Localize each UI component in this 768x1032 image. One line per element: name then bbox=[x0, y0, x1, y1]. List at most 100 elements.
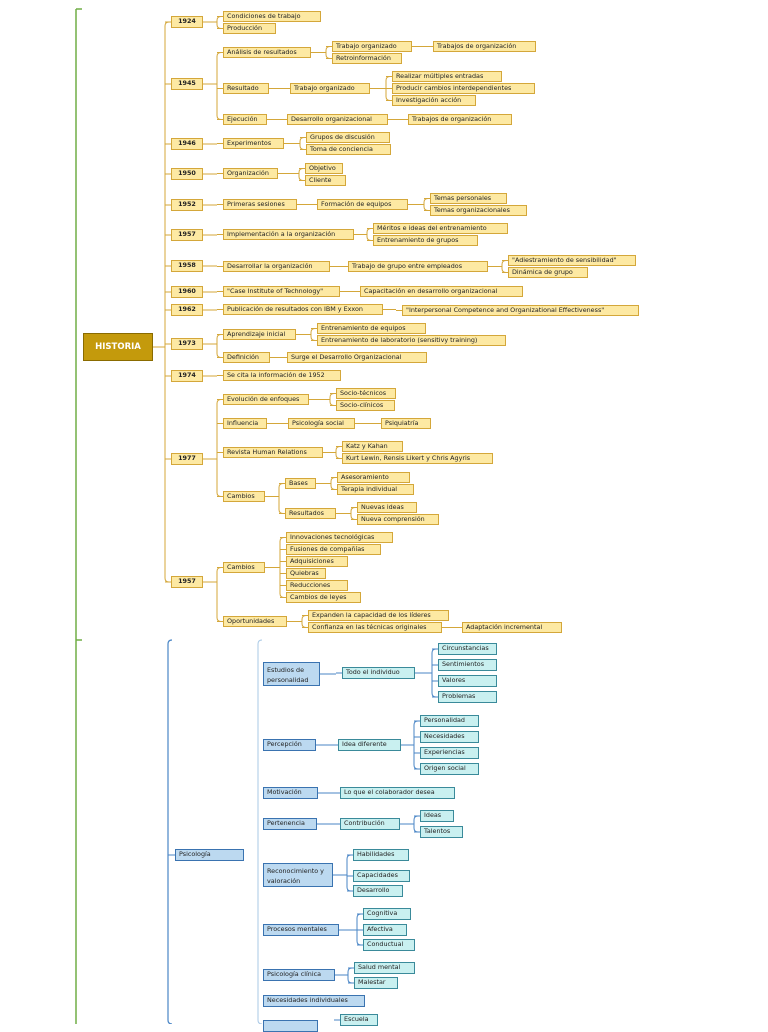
map-node: Motivación bbox=[263, 787, 318, 799]
map-node: Estudios de personalidad bbox=[263, 662, 320, 686]
map-node: Trabajo organizado bbox=[290, 83, 370, 94]
map-node: Revista Human Relations bbox=[223, 447, 323, 458]
bracket bbox=[257, 639, 263, 1024]
map-node: Katz y Kahan bbox=[342, 441, 403, 452]
year-node: 1957 bbox=[171, 229, 203, 241]
map-node: Ideas bbox=[420, 810, 454, 822]
map-node: Talentos bbox=[420, 826, 463, 838]
map-node: Trabajo organizado bbox=[332, 41, 412, 52]
map-node: Resultados bbox=[285, 508, 336, 519]
map-node: Necesidades individuales bbox=[263, 995, 365, 1007]
historia-node: HISTORIA bbox=[83, 333, 153, 361]
map-node: Entrenamiento de laboratorio (sensitivy … bbox=[317, 335, 506, 346]
map-node: Confianza en las técnicas originales bbox=[308, 622, 442, 633]
map-node: Retroinformación bbox=[332, 53, 402, 64]
map-node: Se cita la información de 1952 bbox=[223, 370, 341, 381]
map-node: Cambios bbox=[223, 562, 265, 573]
year-node: 1960 bbox=[171, 286, 203, 298]
map-node: Procesos mentales bbox=[263, 924, 339, 936]
year-node: 1945 bbox=[171, 78, 203, 90]
map-node: Cliente bbox=[305, 175, 346, 186]
map-node: Dinámica de grupo bbox=[508, 267, 588, 278]
year-node: 1958 bbox=[171, 260, 203, 272]
bracket bbox=[350, 507, 356, 520]
map-node: Malestar bbox=[354, 977, 398, 989]
map-node: Todo el individuo bbox=[342, 667, 415, 679]
bracket bbox=[423, 198, 429, 211]
map-node: Surge el Desarrollo Organizacional bbox=[287, 352, 427, 363]
map-node: Definición bbox=[223, 352, 270, 363]
map-node: Evolución de enfoques bbox=[223, 394, 309, 405]
map-node: Innovaciones tecnológicas bbox=[286, 532, 393, 543]
map-node: Adaptación incremental bbox=[462, 622, 562, 633]
map-node: Problemas bbox=[438, 691, 497, 703]
map-node: Méritos e ideas del entrenamiento bbox=[373, 223, 508, 234]
map-node: Salud mental bbox=[354, 962, 415, 974]
map-node: Nuevas ideas bbox=[357, 502, 417, 513]
map-node: Asesoramiento bbox=[337, 472, 410, 483]
bracket bbox=[278, 483, 284, 514]
map-node: Publicación de resultados con IBM y Exxo… bbox=[223, 304, 383, 315]
map-node: Sentimientos bbox=[438, 659, 497, 671]
bracket bbox=[431, 648, 437, 698]
map-node: Análisis de resultados bbox=[223, 47, 311, 58]
map-node: Temas organizacionales bbox=[430, 205, 527, 216]
map-node: Trabajos de organización bbox=[408, 114, 512, 125]
bracket bbox=[216, 399, 222, 497]
map-node: "Interpersonal Competence and Organizati… bbox=[402, 305, 639, 316]
bracket bbox=[366, 228, 372, 241]
map-node: Reducciones bbox=[286, 580, 348, 591]
map-node: Oportunidades bbox=[223, 616, 287, 627]
map-node: Reconocimiento y valoración bbox=[263, 863, 333, 887]
map-node: Investigación acción bbox=[392, 95, 476, 106]
bracket bbox=[329, 393, 335, 406]
map-node: Grupos de discusión bbox=[306, 132, 390, 143]
bracket bbox=[216, 52, 222, 120]
map-node: Temas personales bbox=[430, 193, 507, 204]
bracket bbox=[167, 639, 173, 1024]
map-node: Objetivo bbox=[305, 163, 343, 174]
bracket bbox=[164, 21, 170, 583]
map-node: Condiciones de trabajo bbox=[223, 11, 321, 22]
map-node: Habilidades bbox=[353, 849, 409, 861]
year-node: 1977 bbox=[171, 453, 203, 465]
bracket bbox=[310, 328, 316, 341]
bracket bbox=[346, 854, 352, 892]
map-node: Capacitación en desarrollo organizaciona… bbox=[360, 286, 523, 297]
map-node: Aprendizaje inicial bbox=[223, 329, 296, 340]
year-node: 1957 bbox=[171, 576, 203, 588]
map-node: Circunstancias bbox=[438, 643, 497, 655]
map-node: Cognitiva bbox=[363, 908, 411, 920]
map-node: Psiquiatría bbox=[381, 418, 431, 429]
bracket bbox=[298, 168, 304, 181]
map-node: Pertenencia bbox=[263, 818, 317, 830]
map-node: Socio-técnicos bbox=[336, 388, 396, 399]
bracket bbox=[501, 260, 507, 273]
map-node: Desarrollo organizacional bbox=[287, 114, 388, 125]
map-node: Contribución bbox=[340, 818, 400, 830]
bracket bbox=[413, 815, 419, 833]
map-node: Bases bbox=[285, 478, 316, 489]
year-node: 1973 bbox=[171, 338, 203, 350]
map-node: Trabajo de grupo entre empleados bbox=[348, 261, 488, 272]
map-node: Fusiones de compañías bbox=[286, 544, 381, 555]
map-node: Valores bbox=[438, 675, 497, 687]
bracket bbox=[330, 477, 336, 490]
map-node: Toma de conciencia bbox=[306, 144, 391, 155]
bracket bbox=[279, 537, 285, 598]
year-node: 1950 bbox=[171, 168, 203, 180]
map-node: Organización bbox=[223, 168, 278, 179]
map-node: Expanden la capacidad de los líderes bbox=[308, 610, 449, 621]
map-node: Trabajos de organización bbox=[433, 41, 536, 52]
map-node: Experimentos bbox=[223, 138, 284, 149]
map-node: Experiencias bbox=[420, 747, 479, 759]
map-node: Capacidades bbox=[353, 870, 410, 882]
map-node: Personalidad bbox=[420, 715, 479, 727]
bracket bbox=[301, 615, 307, 628]
year-node: 1974 bbox=[171, 370, 203, 382]
map-node: Producción bbox=[223, 23, 276, 34]
map-node: Kurt Lewin, Rensis Likert y Chris Agyris bbox=[342, 453, 493, 464]
map-node: Socio-clínicos bbox=[336, 400, 395, 411]
